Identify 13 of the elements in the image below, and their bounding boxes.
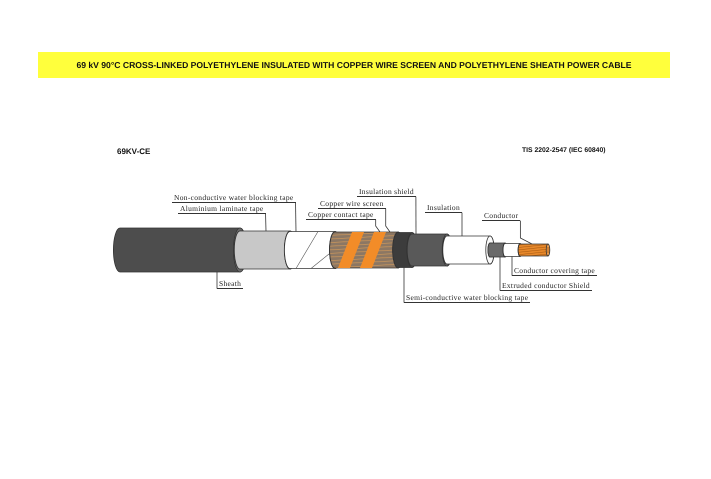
insulation-layer bbox=[442, 236, 494, 264]
contact-tape-bands bbox=[338, 232, 386, 268]
wire-screen-layer bbox=[329, 232, 400, 268]
leader-line bbox=[216, 272, 218, 289]
title-banner: 69 kV 90°C CROSS-LINKED POLYETHYLENE INSULATED WITH COPPER WIRE SCREEN AND POLYETHYLENE SHEATH POWER CABLE bbox=[38, 52, 670, 78]
leader-line bbox=[295, 202, 296, 232]
leader-line bbox=[385, 208, 390, 232]
leader-line bbox=[375, 219, 380, 232]
leader-line bbox=[520, 220, 532, 244]
sheath-layer bbox=[113, 228, 244, 272]
leader-line bbox=[265, 213, 266, 232]
conductor-strands bbox=[518, 244, 550, 256]
model-code: 69KV-CE bbox=[117, 147, 150, 156]
